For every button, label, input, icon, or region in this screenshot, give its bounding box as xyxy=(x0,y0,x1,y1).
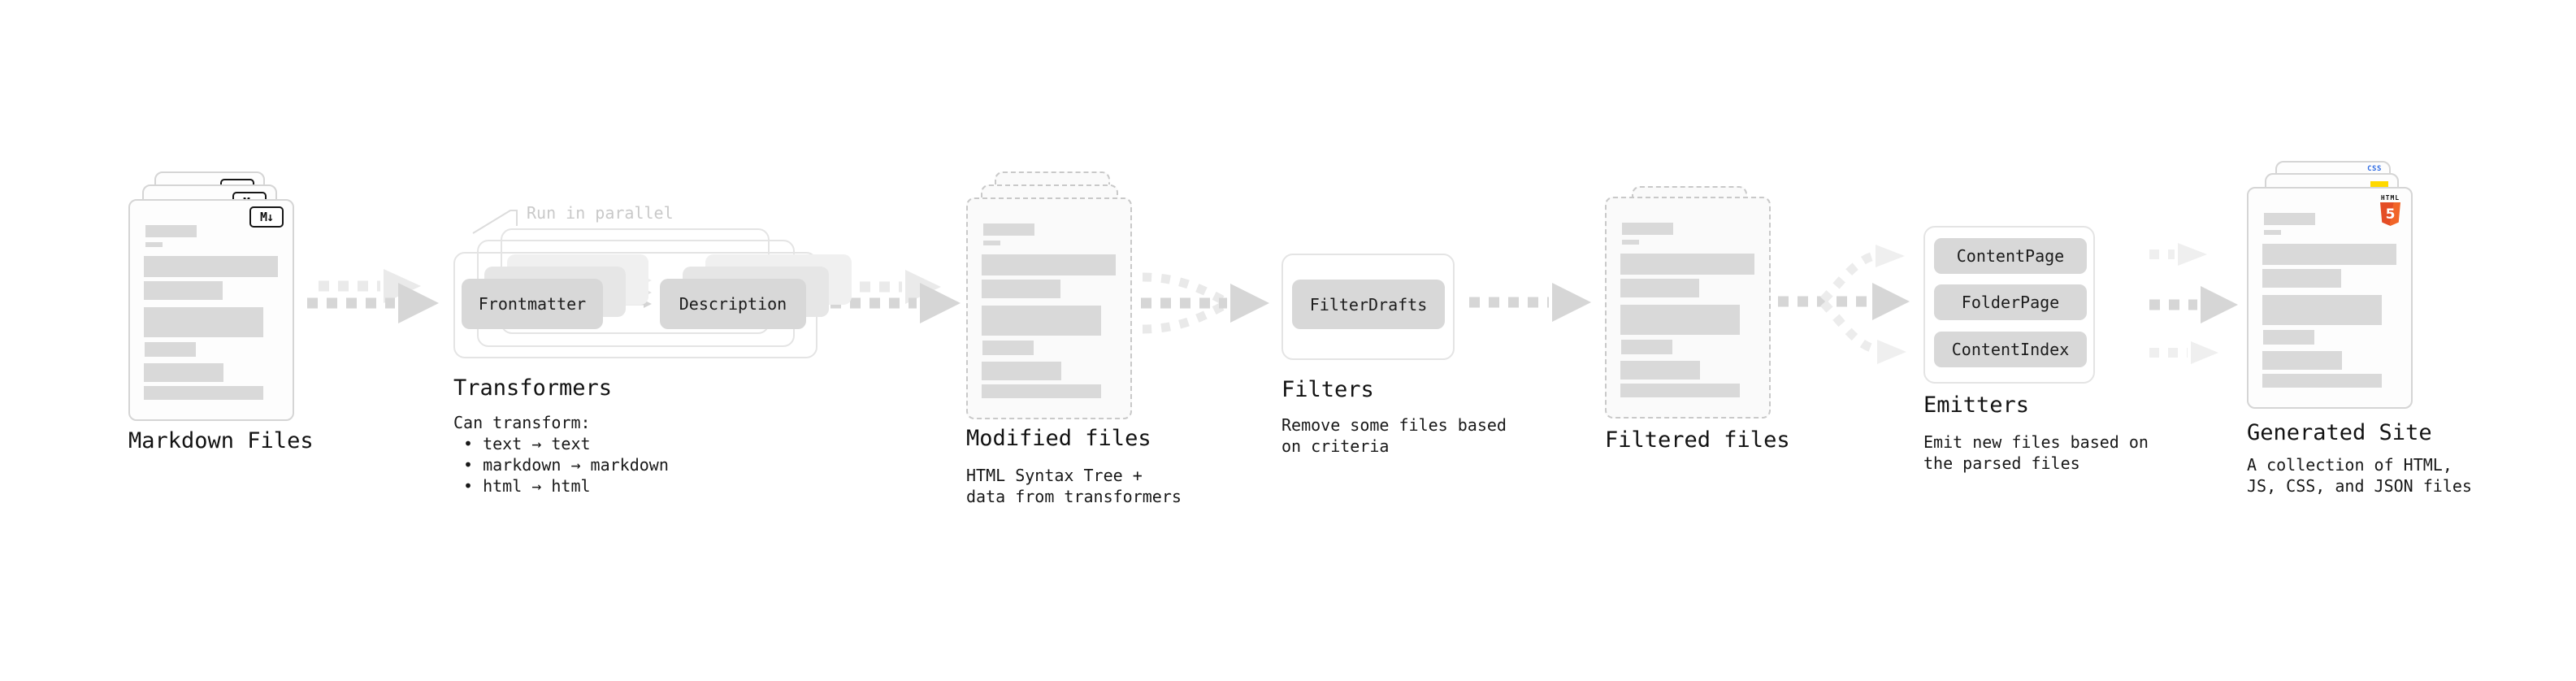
modified-files-desc-line: HTML Syntax Tree + xyxy=(966,466,1143,485)
text-skeleton-bar xyxy=(1620,279,1699,297)
text-skeleton-bar xyxy=(982,384,1101,398)
text-skeleton-bar xyxy=(145,242,163,247)
text-skeleton-bar xyxy=(1620,254,1754,275)
text-skeleton-bar xyxy=(144,256,278,277)
text-skeleton-bar xyxy=(145,342,196,357)
text-skeleton-bar xyxy=(144,386,263,400)
frontmatter-pill: Frontmatter xyxy=(462,279,603,329)
arrow-modified-to-filters xyxy=(1141,272,1269,334)
text-skeleton-bar xyxy=(1621,340,1672,354)
css-icon-label: CSS xyxy=(2367,165,2382,173)
text-skeleton-bar xyxy=(2262,374,2382,388)
arrow-emitters-to-generated xyxy=(2149,243,2238,364)
text-skeleton-bar xyxy=(2264,213,2315,225)
text-skeleton-bar xyxy=(144,363,223,382)
text-skeleton-bar xyxy=(1620,384,1740,397)
text-skeleton-bar xyxy=(1620,361,1700,380)
markdown-icon: M↓ xyxy=(249,206,284,228)
text-skeleton-bar xyxy=(2264,230,2281,235)
run-in-parallel-annotation: Run in parallel xyxy=(527,203,674,223)
filters-box xyxy=(1281,254,1455,360)
text-skeleton-bar xyxy=(983,241,1000,245)
text-skeleton-bar xyxy=(982,362,1061,380)
text-skeleton-bar xyxy=(982,254,1116,275)
text-skeleton-bar xyxy=(983,223,1034,236)
contentindex-pill: ContentIndex xyxy=(1934,332,2087,367)
filterdrafts-pill: FilterDrafts xyxy=(1292,280,1445,329)
arrow-filtered-to-emitters xyxy=(1778,245,1910,364)
generated-html-card-front: HTML 5 xyxy=(2247,187,2413,409)
text-skeleton-bar xyxy=(144,307,263,337)
html5-icon-shield: 5 xyxy=(2380,202,2400,226)
emitters-desc-line: Emit new files based on xyxy=(1923,432,2149,452)
generated-site-desc-line: JS, CSS, and JSON files xyxy=(2247,476,2472,496)
generated-site-desc-line: A collection of HTML, xyxy=(2247,455,2452,475)
arrow-filters-to-filtered xyxy=(1469,283,1591,322)
generated-site-title: Generated Site xyxy=(2247,420,2432,445)
text-skeleton-bar xyxy=(1620,305,1740,335)
html5-icon: HTML 5 xyxy=(2379,194,2401,226)
transformers-bullet: • html → html xyxy=(463,476,591,496)
filters-desc-line: Remove some files based xyxy=(1281,415,1507,435)
contentpage-pill: ContentPage xyxy=(1934,238,2087,274)
markdown-files-title: Markdown Files xyxy=(128,428,314,453)
filtered-file-card-front xyxy=(1605,197,1771,419)
filters-title: Filters xyxy=(1281,377,1374,402)
html5-icon-label: HTML xyxy=(2380,194,2400,202)
filters-desc-line: on criteria xyxy=(1281,436,1390,456)
text-skeleton-bar xyxy=(2262,269,2341,288)
arrow-markdown-to-transformers xyxy=(307,269,439,323)
text-skeleton-bar xyxy=(2262,351,2342,370)
text-skeleton-bar xyxy=(144,281,223,300)
transformers-bullet: • markdown → markdown xyxy=(463,455,669,475)
text-skeleton-bar xyxy=(2263,330,2314,345)
text-skeleton-bar xyxy=(1622,240,1639,245)
transformers-bullet: • text → text xyxy=(463,434,591,453)
text-skeleton-bar xyxy=(982,340,1034,355)
text-skeleton-bar xyxy=(2262,244,2396,265)
text-skeleton-bar xyxy=(982,280,1060,298)
text-skeleton-bar xyxy=(1622,223,1673,235)
modified-files-desc-line: data from transformers xyxy=(966,487,1182,506)
filtered-files-title: Filtered files xyxy=(1605,427,1790,453)
js-file-icon xyxy=(2370,181,2388,189)
folderpage-pill: FolderPage xyxy=(1934,284,2087,320)
transformers-desc-heading: Can transform: xyxy=(453,413,591,432)
modified-files-title: Modified files xyxy=(966,426,1151,451)
emitters-title: Emitters xyxy=(1923,393,2030,418)
text-skeleton-bar xyxy=(145,225,197,237)
text-skeleton-bar xyxy=(982,306,1101,336)
markdown-file-card-front: M↓ xyxy=(128,199,294,421)
transformers-title: Transformers xyxy=(453,375,613,401)
modified-file-card-front xyxy=(966,197,1132,419)
text-skeleton-bar xyxy=(2262,295,2382,325)
emitters-box xyxy=(1923,226,2095,384)
emitters-desc-line: the parsed files xyxy=(1923,453,2080,473)
description-pill: Description xyxy=(660,279,806,329)
